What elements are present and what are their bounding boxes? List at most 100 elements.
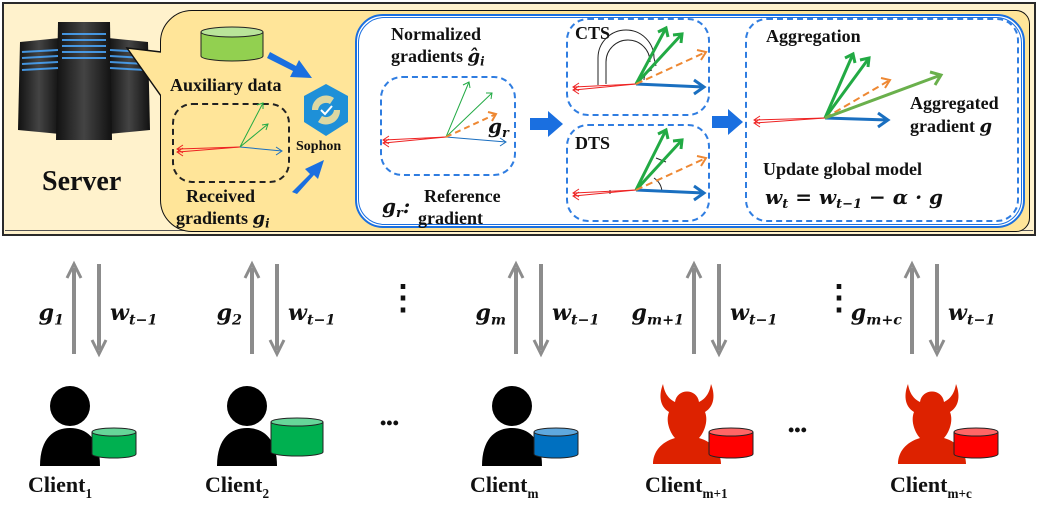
client-name: Client bbox=[890, 472, 948, 497]
g-sub: m bbox=[490, 312, 506, 329]
g-symbol: g bbox=[38, 300, 55, 326]
g-symbol: g bbox=[216, 300, 233, 326]
client-gradient-label: gm bbox=[475, 302, 506, 328]
vertical-ellipsis-1: ⋮ bbox=[386, 280, 420, 317]
dts-plot bbox=[572, 127, 708, 202]
dts-box bbox=[566, 124, 710, 222]
client-name: Client bbox=[470, 472, 528, 497]
client-database-icon bbox=[708, 427, 754, 459]
upload-gradient-arrow bbox=[507, 260, 525, 354]
server-label: Server bbox=[42, 166, 122, 197]
w-sub: t−1 bbox=[306, 312, 336, 329]
formula-sub-t: t bbox=[782, 196, 789, 212]
received-gradient-symbol: gi bbox=[252, 208, 270, 231]
received-gradients-label-2: gradients gi bbox=[176, 209, 270, 230]
w-symbol: w bbox=[948, 300, 967, 326]
normalize-to-selection-arrow bbox=[530, 111, 563, 137]
aggregated-gradient-label-2: gradient g bbox=[910, 117, 992, 136]
reference-label-1: Reference bbox=[424, 186, 501, 206]
g-sub: 1 bbox=[54, 312, 64, 329]
client-database-icon bbox=[270, 417, 324, 457]
client-gradient-label: gm+1 bbox=[632, 302, 684, 328]
server-icon bbox=[18, 22, 150, 140]
bubble-tail bbox=[125, 47, 165, 97]
horizontal-ellipsis-2: ••• bbox=[788, 420, 807, 440]
upload-gradient-arrow bbox=[685, 260, 703, 354]
g-sub: m+1 bbox=[646, 312, 684, 329]
received-gradients-plot bbox=[176, 102, 283, 157]
normalized-gradients-label-2: gradients ĝi bbox=[391, 47, 485, 68]
reference-label-2: gradient bbox=[418, 208, 483, 228]
client-sub: 2 bbox=[262, 485, 270, 501]
client-name-label: Clientm bbox=[470, 472, 539, 501]
received-sub: i bbox=[265, 216, 270, 231]
normalized-g: ĝ bbox=[467, 46, 481, 67]
received-to-sophon-arrow bbox=[292, 160, 324, 194]
sophon-process-panel-inner-border bbox=[358, 17, 1022, 225]
sophon-logo-icon bbox=[304, 84, 348, 136]
normalized-gradient-symbol: ĝi bbox=[467, 46, 485, 69]
client-model-label: wt−1 bbox=[948, 302, 995, 328]
download-model-arrow bbox=[532, 264, 550, 358]
aggregation-box bbox=[745, 18, 1019, 222]
client-gradient-label: gm+c bbox=[851, 302, 902, 328]
ref-sub: r bbox=[395, 205, 403, 221]
horizontal-ellipsis-1: ••• bbox=[380, 413, 399, 433]
w-sub: t−1 bbox=[748, 312, 778, 329]
ref-g: g bbox=[382, 194, 396, 218]
client-name-label: Clientm+c bbox=[890, 472, 972, 501]
normalized-gradients-text: gradients bbox=[391, 46, 468, 66]
aggregated-gradient-symbol: g bbox=[979, 116, 993, 137]
w-sub: t−1 bbox=[966, 312, 996, 329]
client-gradient-label: g1 bbox=[39, 302, 64, 328]
g-sub: m+c bbox=[866, 312, 902, 329]
dts-label: DTS bbox=[575, 133, 611, 153]
cts-box bbox=[566, 18, 710, 116]
client-person-icon bbox=[40, 386, 137, 466]
normalized-gradients-box bbox=[380, 76, 516, 176]
client-name: Client bbox=[28, 472, 86, 497]
normalized-gradients-plot bbox=[382, 81, 507, 148]
aggregated-gradient-text: gradient bbox=[910, 116, 980, 136]
malicious-client-icon bbox=[898, 384, 999, 464]
reference-gradient-symbol: gr bbox=[488, 116, 509, 140]
client-database-icon bbox=[953, 427, 999, 459]
vertical-ellipsis-2: ⋮ bbox=[822, 280, 856, 317]
upload-gradient-arrow bbox=[65, 260, 83, 354]
auxiliary-database-icon bbox=[200, 26, 264, 62]
client-sub: 1 bbox=[85, 485, 93, 501]
w-sub: t−1 bbox=[570, 312, 600, 329]
formula-w-prev: = w bbox=[788, 185, 837, 209]
client-sub: m+c bbox=[947, 485, 972, 501]
formula-tail: − α · g bbox=[862, 185, 944, 209]
client-name-label: Clientm+1 bbox=[645, 472, 728, 501]
client-name: Client bbox=[645, 472, 703, 497]
aggregated-gradient-label-1: Aggregated bbox=[910, 93, 999, 113]
g-symbol: g bbox=[850, 300, 867, 326]
client-database-icon bbox=[91, 427, 137, 459]
aggregation-label: Aggregation bbox=[766, 26, 861, 46]
received-gradients-label-1: Received bbox=[186, 186, 255, 206]
client-name-label: Client1 bbox=[28, 472, 93, 501]
formula-w: w bbox=[765, 185, 783, 209]
client-model-label: wt−1 bbox=[110, 302, 157, 328]
cts-plot bbox=[572, 25, 708, 96]
update-global-model-label: Update global model bbox=[763, 159, 923, 179]
client-sub: m bbox=[527, 485, 539, 501]
client-model-label: wt−1 bbox=[288, 302, 335, 328]
auxiliary-data-label: Auxiliary data bbox=[170, 75, 282, 95]
received-g: g bbox=[252, 208, 266, 229]
client-name-label: Client2 bbox=[205, 474, 270, 501]
w-symbol: w bbox=[110, 300, 129, 326]
gr-g: g bbox=[488, 114, 502, 138]
download-model-arrow bbox=[268, 264, 286, 358]
client-person-icon bbox=[217, 386, 324, 466]
download-model-arrow bbox=[710, 264, 728, 358]
g-symbol: g bbox=[475, 300, 491, 326]
normalized-sub: i bbox=[480, 54, 485, 69]
download-model-arrow bbox=[90, 264, 108, 358]
g-symbol: g bbox=[631, 300, 647, 326]
download-model-arrow bbox=[928, 264, 946, 358]
client-model-label: wt−1 bbox=[730, 302, 777, 328]
malicious-client-icon bbox=[653, 384, 754, 464]
